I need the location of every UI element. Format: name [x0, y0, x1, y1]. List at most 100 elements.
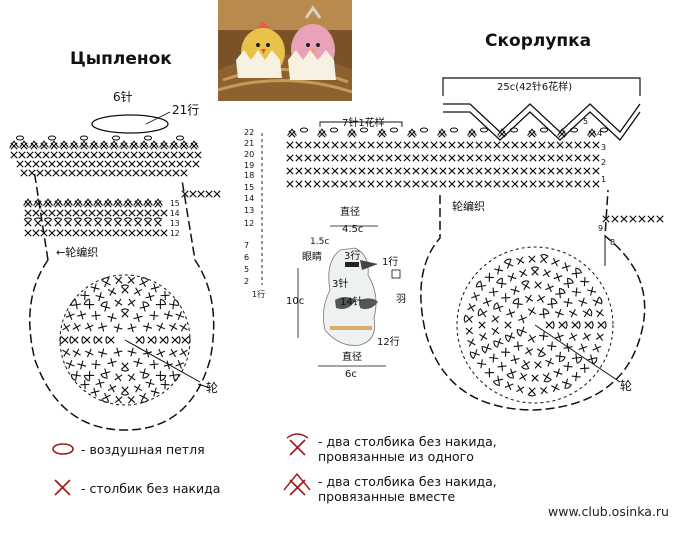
chick-top-rows	[9, 135, 202, 177]
sc-stitch	[546, 341, 557, 352]
sc-stitch	[478, 332, 488, 342]
sc-stitch	[500, 347, 511, 358]
inc-stitch	[103, 217, 113, 227]
dec-stitch	[437, 128, 447, 138]
sc-stitch	[168, 348, 178, 358]
ch-stitch	[479, 127, 489, 133]
sc-stitch	[128, 229, 136, 237]
dec-stitch	[53, 198, 63, 208]
inc-stitch	[570, 266, 584, 279]
inc-stitch	[584, 320, 594, 330]
dec-stitch	[153, 198, 163, 208]
inc-stitch	[491, 374, 505, 388]
inc-stitch	[503, 331, 516, 344]
sc-stitch	[295, 154, 303, 162]
row-scale-label: 12	[244, 219, 254, 228]
inc-stitch	[492, 336, 505, 349]
sc-stitch	[90, 283, 100, 293]
sc-stitch	[484, 367, 495, 378]
sc-stitch	[536, 294, 546, 304]
sc-stitch	[80, 229, 88, 237]
sc-stitch	[376, 180, 384, 188]
inc-stitch	[554, 286, 567, 300]
dec-stitch	[103, 198, 113, 208]
shell-base-circle	[456, 246, 614, 404]
dec-stitch	[347, 128, 357, 138]
sc-stitch	[144, 209, 152, 217]
row-scale-label: 6	[244, 253, 249, 262]
sc-stitch	[493, 141, 501, 149]
dec-stitch	[179, 140, 189, 150]
row-scale-label: 21	[244, 139, 254, 148]
dec-stitch	[317, 128, 327, 138]
inc-stitch	[492, 301, 505, 314]
inc-stitch	[520, 279, 532, 291]
sc-stitch	[189, 190, 197, 198]
sc-stitch	[108, 169, 116, 177]
sc-stitch	[565, 154, 573, 162]
sc-stitch	[488, 352, 499, 364]
sc-stitch	[529, 154, 537, 162]
sc-stitch	[547, 167, 555, 175]
sc-stitch	[61, 348, 71, 357]
sc-stitch	[140, 169, 148, 177]
sc-stitch	[504, 380, 514, 391]
sc-stitch	[586, 286, 597, 297]
shell-outline	[420, 189, 646, 411]
sc-stitch	[97, 322, 108, 332]
sc-stitch	[148, 169, 156, 177]
sc-stitch	[82, 151, 90, 159]
inc-stitch	[538, 253, 550, 264]
sc-stitch	[48, 229, 56, 237]
sc-stitch	[286, 154, 294, 162]
top-diameter-value: 4.5c	[342, 224, 363, 235]
dec-stitch	[527, 128, 537, 138]
dec-stitch	[377, 128, 387, 138]
sc-stitch	[322, 180, 330, 188]
chick-row-mark: 14	[170, 209, 180, 218]
sc-stitch	[403, 167, 411, 175]
sc-stitch	[90, 359, 101, 370]
sc-stitch	[304, 167, 312, 175]
inc-stitch	[69, 335, 79, 345]
dec-stitch	[23, 198, 33, 208]
sc-stitch	[286, 141, 294, 149]
inc-stitch	[135, 335, 145, 345]
sc-stitch	[162, 151, 170, 159]
sc-stitch	[592, 154, 600, 162]
legend-dec: - два столбика без накида, провязанные в…	[318, 474, 497, 504]
sc-stitch	[340, 141, 348, 149]
sc-stitch	[430, 154, 438, 162]
sc-stitch	[448, 167, 456, 175]
sc-stitch	[44, 169, 52, 177]
inc-stitch	[502, 257, 515, 270]
dec-stitch	[59, 140, 69, 150]
row-scale-label: 18	[244, 171, 254, 180]
inc-stitch	[105, 335, 115, 345]
sc-stitch	[36, 169, 44, 177]
inc-stitch	[535, 346, 547, 358]
inc-stitch	[83, 217, 93, 227]
inc-stitch	[468, 348, 481, 360]
sc-stitch	[403, 154, 411, 162]
sc-stitch	[90, 387, 100, 397]
sc-stitch	[18, 151, 26, 159]
sc-stitch	[304, 180, 312, 188]
inc-stitch	[476, 307, 488, 319]
sc-stitch	[64, 209, 72, 217]
sc-stitch	[583, 167, 591, 175]
dec-stitch	[169, 140, 179, 150]
sc-stitch	[430, 141, 438, 149]
sc-stitch	[149, 310, 160, 321]
sc-stitch	[547, 180, 555, 188]
sc-stitch	[457, 180, 465, 188]
inc-stitch	[120, 284, 130, 294]
dec-stitch	[69, 140, 79, 150]
watermark: www.club.osinka.ru	[548, 504, 669, 519]
sc-stitch	[331, 154, 339, 162]
sc-stitch	[421, 180, 429, 188]
sc-stitch	[156, 348, 166, 358]
inc-stitch	[73, 217, 83, 227]
inc-stitch	[159, 335, 169, 345]
sc-stitch	[50, 151, 58, 159]
